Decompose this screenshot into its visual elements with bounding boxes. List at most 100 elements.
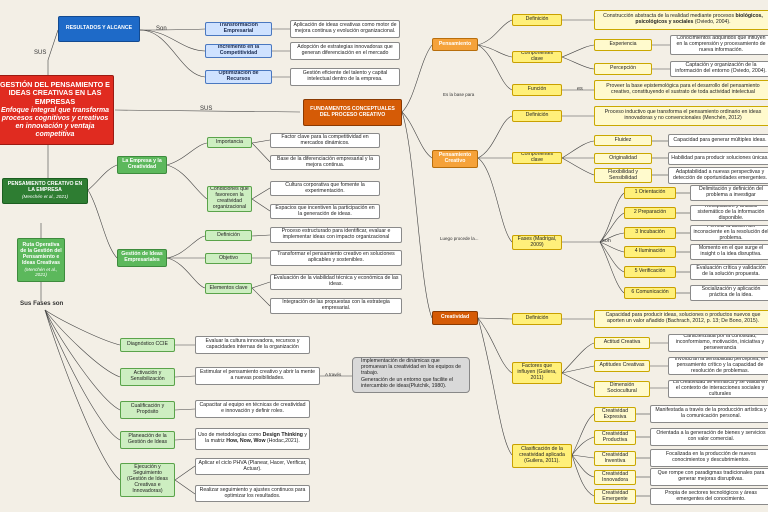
empresa-creatividad-node[interactable]: La Empresa y la Creatividad (117, 156, 167, 174)
importancia-item-2: Base de la diferenciación empresarial y … (270, 155, 380, 170)
expresiva-desc: Manifestada a través de la producción ar… (650, 405, 768, 423)
fase-iluminacion-desc: Momento en el que surge el insight o la … (690, 244, 768, 260)
planeacion-bold-2: How, Now, Wow (226, 438, 266, 444)
percepcion-node[interactable]: Percepción (594, 63, 652, 75)
fase-activacion-node[interactable]: Activación y Sensibilización (120, 368, 175, 386)
originalidad-desc: Habilidad para producir soluciones única… (668, 152, 768, 165)
fase-planeacion-node[interactable]: Planeación de la Gestión de Ideas (120, 431, 175, 449)
emergente-node[interactable]: Creatividad Emergente (594, 489, 636, 504)
pens-def-pre: Construcción abstracta de la realidad me… (603, 13, 736, 20)
activacion-extra-box: Implementación de dinámicas que promueva… (352, 357, 470, 393)
experiencia-node[interactable]: Experiencia (594, 39, 652, 51)
pensamiento-definicion-node[interactable]: Definición (512, 14, 562, 26)
pensamiento-componentes-node[interactable]: Componentes clave (512, 51, 562, 63)
planeacion-pre: Uso de metodologías como (198, 432, 263, 439)
root-subtitle: Enfoque integral que transforma procesos… (0, 106, 110, 138)
creatividad-definicion-node[interactable]: Definición (512, 313, 562, 325)
ruta-operativa-node[interactable]: Ruta Operativa de la Gestión del Pensami… (17, 238, 65, 282)
fase-preparacion-desc: Recopilación y análisis sistemático de l… (690, 205, 768, 221)
gestion-definicion-desc: Proceso estructurado para identificar, e… (270, 227, 402, 243)
link-es: es (577, 86, 583, 92)
gestion-objetivo-node[interactable]: Objetivo (205, 253, 252, 264)
gestion-elementos-item-1: Evaluación de la viabilidad técnica y ec… (270, 274, 402, 290)
gestion-objetivo-desc: Transformar el pensamiento creativo en s… (270, 250, 402, 266)
percepcion-desc: Captación y organización de la informaci… (670, 61, 768, 77)
activacion-extra-2: Generación de un entorno que facilite el… (361, 377, 467, 390)
productiva-node[interactable]: Creatividad Productiva (594, 430, 636, 445)
pc-definicion-node[interactable]: Definición (512, 110, 562, 122)
pensamiento-funcion-node[interactable]: Función (512, 84, 562, 96)
resultado-competitividad[interactable]: Incremento en la Competitividad (205, 44, 272, 58)
condiciones-item-2: Espacios que incentiven la participación… (270, 204, 380, 219)
fluidez-node[interactable]: Fluidez (594, 135, 652, 146)
pc-fases-node[interactable]: Fases (Madrigal, 2009) (512, 235, 562, 250)
link-son: Son (156, 26, 167, 32)
link-son-fases: son (602, 238, 611, 244)
resultado-transformacion-desc: Aplicación de ideas creativas como motor… (290, 20, 400, 38)
fase-cualificacion-node[interactable]: Cualificación y Propósito (120, 401, 175, 419)
creatividad-node[interactable]: Creatividad (432, 311, 478, 325)
fase-activacion-desc: Estimular el pensamiento creativo y abri… (195, 367, 320, 385)
pc-componentes-node[interactable]: Componentes clave (512, 152, 562, 164)
condiciones-item-1: Cultura corporativa que fomente la exper… (270, 181, 380, 196)
pce-cite: (Menchén et al., 2021) (22, 194, 68, 200)
fundamentos-node[interactable]: FUNDAMENTOS CONCEPTUALES DEL PROCESO CRE… (303, 99, 402, 126)
resultado-transformacion[interactable]: Transformación Empresarial (205, 22, 272, 36)
fluidez-desc: Capacidad para generar múltiples ideas. (668, 134, 768, 147)
fase-ejecucion-node[interactable]: Ejecución y Seguimiento (Gestión de Idea… (120, 463, 175, 497)
link-es-base: Es la base para (443, 92, 475, 97)
flexibilidad-node[interactable]: Flexibilidad y Sensibilidad (594, 168, 652, 183)
fase-ejecucion-item-1: Aplicar el ciclo PHVA (Planear, Hacer, V… (195, 458, 310, 475)
fase-incubacion-desc: Permitir la acción del inconsciente en l… (690, 225, 768, 241)
link-a-traves: A través (325, 372, 342, 377)
actitud-node[interactable]: Actitud Creativa (594, 337, 650, 349)
gestion-ideas-node[interactable]: Gestión de Ideas Empresariales (117, 249, 167, 267)
innovadora-desc: Que rompe con paradigmas tradicionales p… (650, 468, 768, 486)
planeacion-mid: y la matriz (205, 432, 307, 444)
aptitudes-desc: Involucran la sensibilidad perceptiva, e… (668, 357, 768, 375)
planeacion-bold-1: Design Thinking (262, 432, 303, 439)
resultados-node[interactable]: RESULTADOS Y ALCANCE (58, 16, 140, 42)
fase-ejecucion-item-2: Realizar seguimiento y ajustes continuos… (195, 485, 310, 502)
link-luego: Luego procede la... (440, 236, 479, 241)
gestion-definicion-node[interactable]: Definición (205, 230, 252, 241)
fase-orientacion-node[interactable]: 1 Orientación (624, 187, 676, 199)
fase-cualificacion-desc: Capacitar al equipo en técnicas de creat… (195, 400, 310, 418)
sociocultural-node[interactable]: Dimensión Sociocultural (594, 381, 650, 397)
fase-iluminacion-node[interactable]: 4 Iluminación (624, 246, 676, 258)
fase-preparacion-node[interactable]: 2 Preparación (624, 207, 676, 219)
pens-def-post: (Oviedo, 2004). (693, 19, 731, 25)
inventiva-node[interactable]: Creatividad Inventiva (594, 451, 636, 466)
pens-def-bold: biológicos, psicológicos y sociales (635, 13, 763, 25)
productiva-desc: Orientada a la generación de bienes y se… (650, 428, 768, 446)
resultado-competitividad-desc: Adopción de estrategias innovadoras que … (290, 42, 400, 60)
pc-node[interactable]: Pensamiento Creativo (432, 150, 478, 168)
activacion-extra-1: Implementación de dinámicas que promueva… (361, 358, 467, 377)
pce-title: PENSAMIENTO CREATIVO EN LA EMPRESA (7, 181, 83, 194)
link-sus-right: SUS (200, 106, 213, 112)
link-sus-fases: Sus Fases son (20, 300, 64, 307)
fase-diagnostico-desc: Evaluar la cultura innovadora, recursos … (195, 336, 310, 354)
resultado-optimizacion[interactable]: Optimización de Recursos (205, 70, 272, 84)
link-sus-top: SUS (34, 50, 47, 56)
innovadora-node[interactable]: Creatividad Innovadora (594, 470, 636, 485)
fase-incubacion-node[interactable]: 3 Incubación (624, 227, 676, 239)
root-node[interactable]: GESTIÓN DEL PENSAMIENTO E IDEAS CREATIVA… (0, 75, 114, 145)
aptitudes-node[interactable]: Aptitudes Creativas (594, 360, 650, 372)
flexibilidad-desc: Adaptabilidad a nuevas perspectivas y de… (668, 167, 768, 184)
expresiva-node[interactable]: Creatividad Expresiva (594, 407, 636, 422)
pensamiento-creativo-empresa-node[interactable]: PENSAMIENTO CREATIVO EN LA EMPRESA (Menc… (2, 178, 88, 204)
fase-diagnostico-node[interactable]: Diagnóstico CCIE (120, 338, 175, 352)
fase-verificacion-node[interactable]: 5 Verificación (624, 266, 676, 278)
fase-comunicacion-node[interactable]: 6 Comunicación (624, 287, 676, 299)
factores-node[interactable]: Factores que influyen (Guilera, 2011) (512, 362, 562, 384)
condiciones-node[interactable]: Condiciones que favorecen la creatividad… (207, 186, 252, 212)
gestion-elementos-node[interactable]: Elementos clave (205, 283, 252, 294)
originalidad-node[interactable]: Originalidad (594, 153, 652, 164)
fase-comunicacion-desc: Socialización y aplicación práctica de l… (690, 285, 768, 301)
emergente-desc: Propia de sectores tecnológicos y áreas … (650, 488, 768, 505)
pensamiento-node[interactable]: Pensamiento (432, 38, 478, 51)
clasificacion-node[interactable]: Clasificación de la creatividad aplicada… (512, 444, 572, 468)
importancia-node[interactable]: Importancia (207, 137, 252, 148)
